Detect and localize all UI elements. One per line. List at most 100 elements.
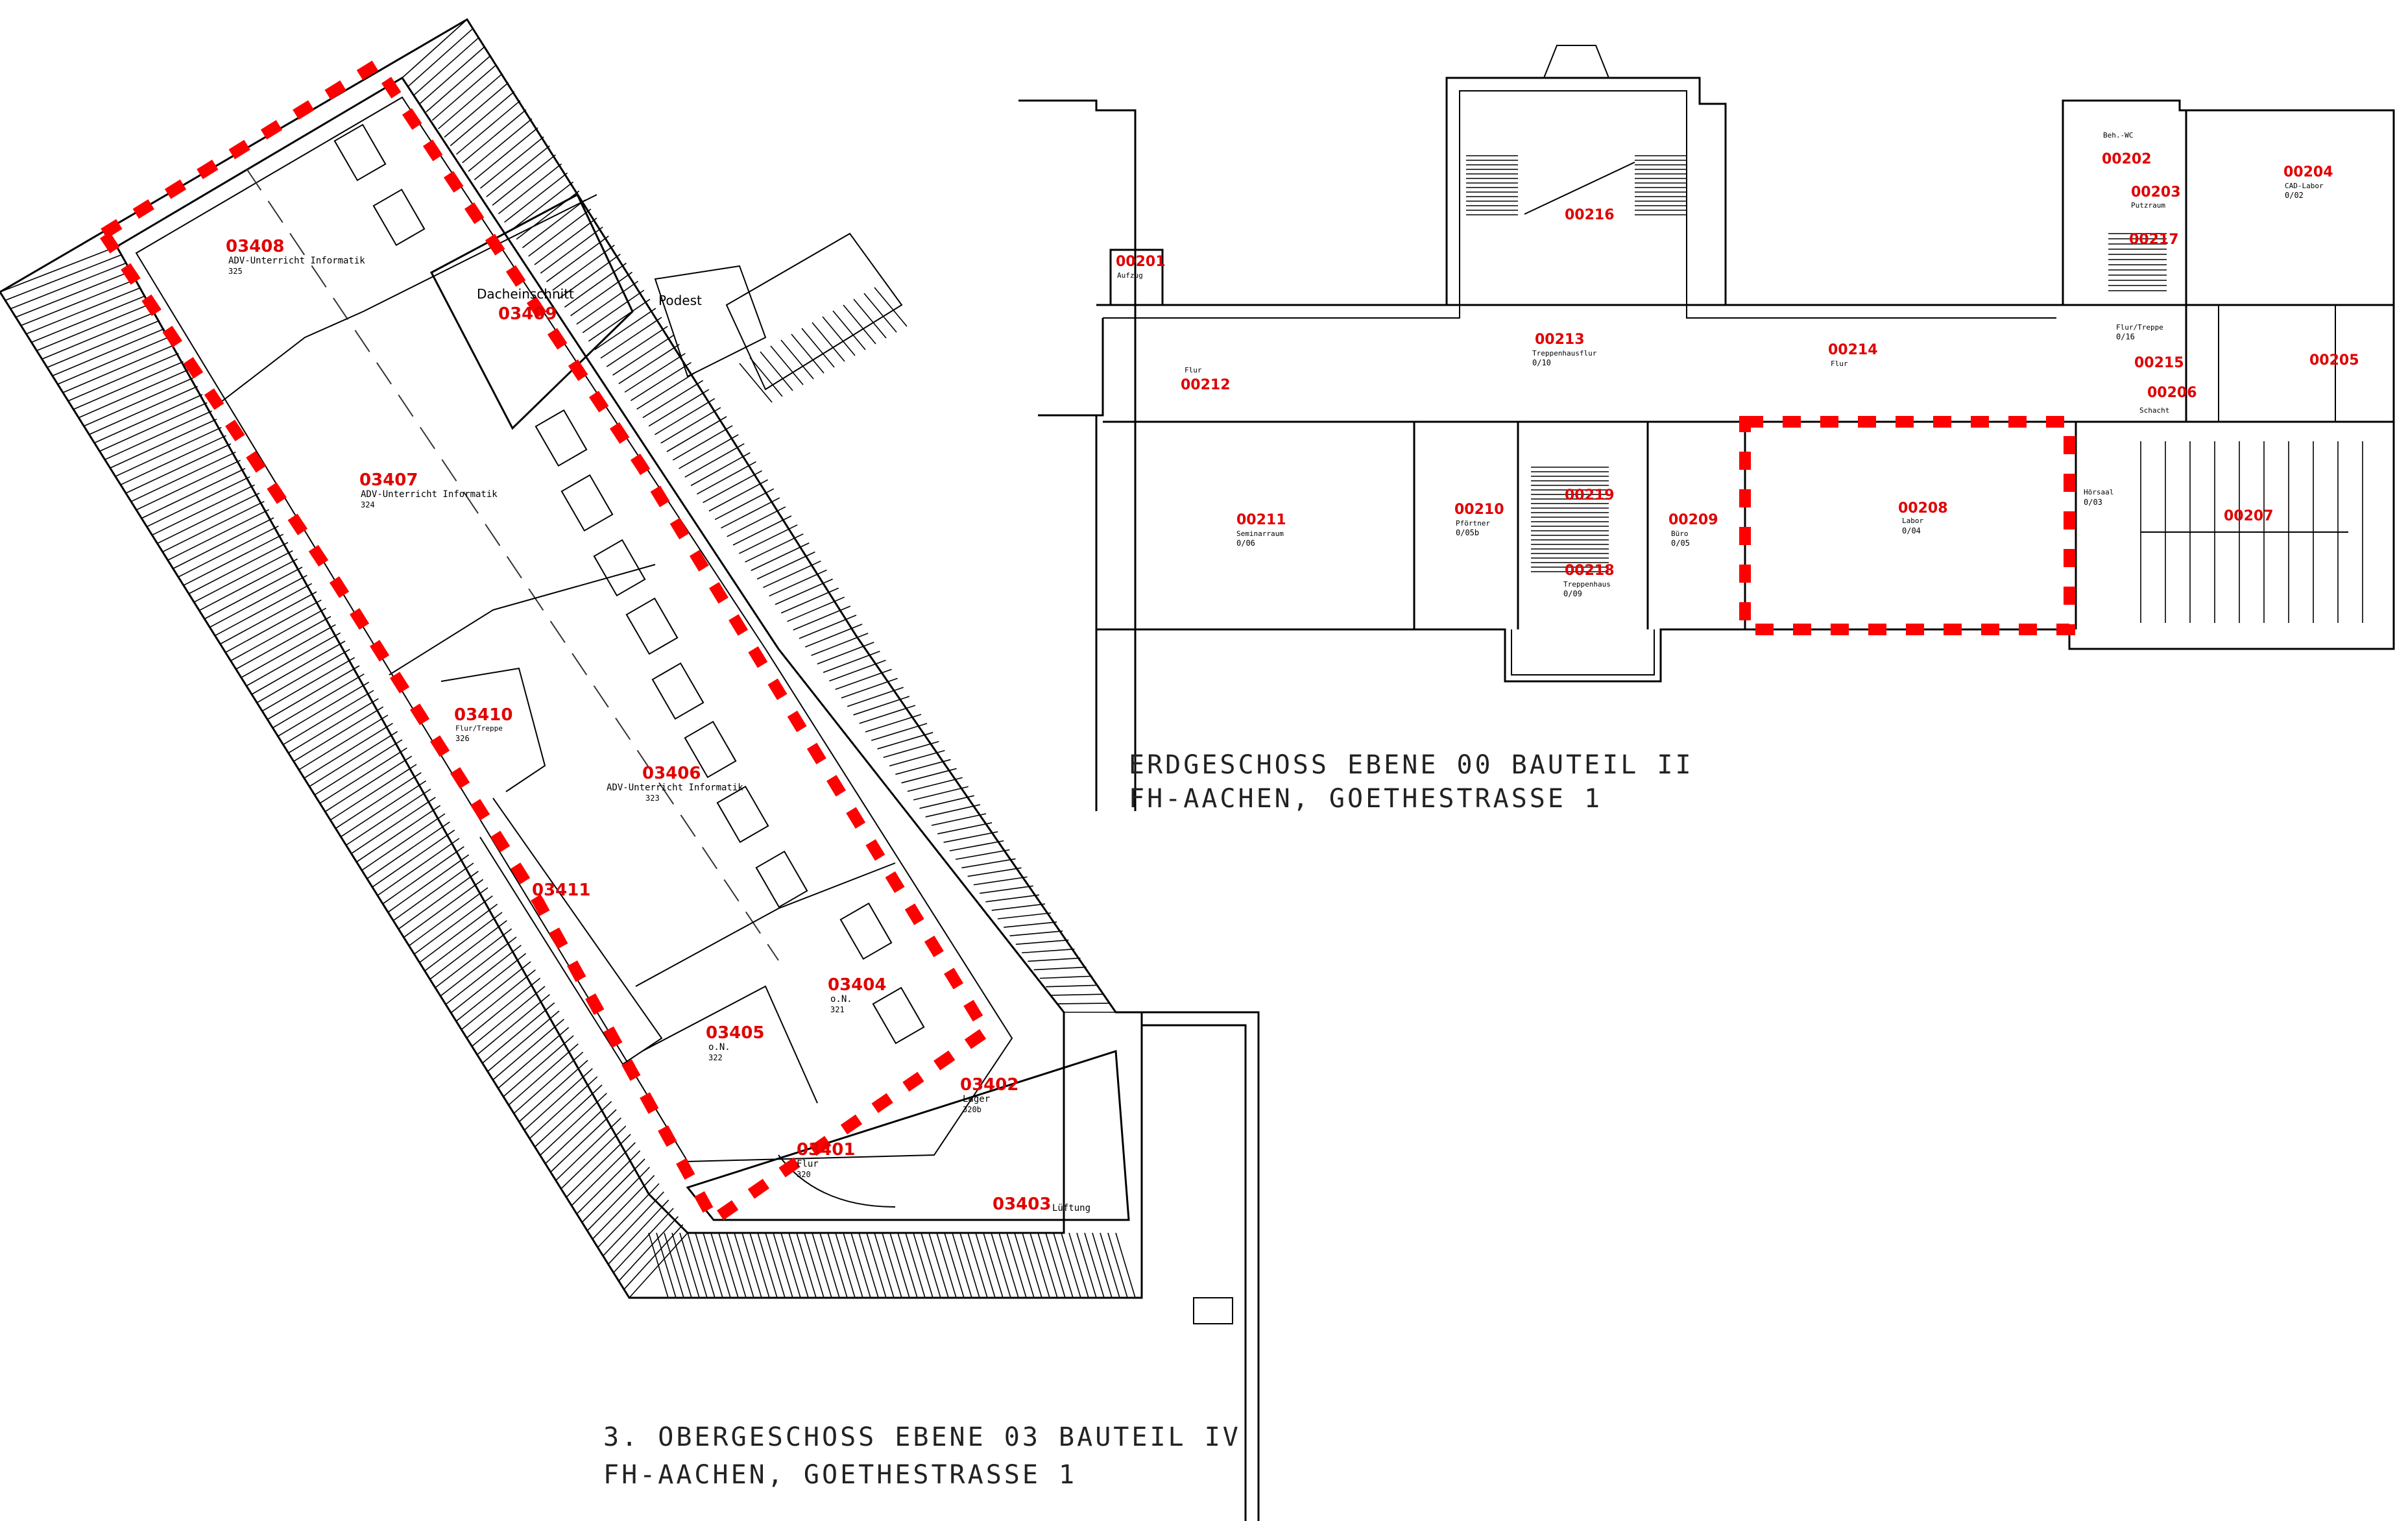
room-code-03408: 325 [228,267,243,276]
roof-hatch-line [1068,1232,1089,1298]
roof-hatch-line [199,558,298,611]
roof-hatch-line [897,1232,918,1298]
roof-hatch-line [566,1134,631,1198]
roof-hatch-line [780,587,839,614]
roof-hatch-line [414,37,479,95]
roof-hatch-line [630,361,692,402]
roof-hatch-line [901,768,957,784]
roof-hatch-line [445,945,522,1005]
roof-hatch-line [612,335,674,376]
roof-hatch-line [907,777,963,792]
roof-hatch-line [508,1043,579,1106]
roof-hatch-line [309,731,398,787]
roof-hatch-line [398,871,479,930]
room-name-03405: o.N. [708,1042,730,1053]
roof-hatch-line [471,986,546,1047]
stair-direction-line [1524,162,1635,215]
roof-hatch-line [895,759,951,775]
roof-hatch-line [503,1035,574,1097]
room-code-00209: 0/05 [1671,539,1690,548]
roof-hatch-line [967,1232,988,1298]
roof-hatch-line [230,607,327,662]
roof-hatch-line [967,867,1022,877]
external-stair-steps [739,287,908,403]
roof-hatch-line [534,217,597,265]
roof-hatch-line [1028,957,1081,962]
caption-right-line2: FH-AACHEN, GOETHESTRASSE 1 [1129,784,1602,814]
stairs-00216 [1466,155,1687,215]
room-code-03401: 320 [797,1170,811,1179]
roof-hatch-line [125,443,232,494]
roof-hatch-line [36,303,150,352]
room-name-00212: Flur [1185,366,1202,374]
roof-hatch-line [564,262,627,308]
room-code-03405: 322 [708,1053,723,1062]
roof-hatch-line [435,928,512,988]
roof-hatch-line [1014,1232,1035,1298]
roof-hatch-line [998,1232,1019,1298]
room-name-00201: Aufzug [1117,271,1143,280]
roof-hatch-line [1029,1232,1050,1298]
roof-hatch-line [382,846,464,905]
roof-hatch-line [492,1019,564,1080]
room-name-00217: Flur/Treppe [2116,323,2163,332]
roof-hatch-line [703,1232,723,1298]
roof-hatch-line [804,624,863,648]
roof-hatch-line [944,1232,965,1298]
auditorium-steps-00207 [2140,441,2363,623]
roof-hatch-line [84,377,193,427]
roof-ridge-line [246,168,779,961]
roof-hatch-line [173,517,274,569]
roof-hatch-line [1022,948,1075,954]
room-number-00205: 00205 [2309,352,2359,369]
roof-hatch-line [461,969,536,1030]
room-number-00211: 00211 [1236,512,1286,528]
room-name-00208: Labor [1902,517,1923,525]
stair-step-line [739,363,773,403]
roof-hatch-line [498,1027,570,1089]
stair-step-line [863,293,897,333]
stairs-00219 [1531,467,1609,572]
inner-wall-left [115,76,1065,1234]
wall-03406-03404 [635,862,896,987]
stair-step-line [822,316,856,356]
neighbour-building [1129,1011,1260,1521]
roof-hatch-line [440,936,517,997]
roof-hatch-line [1037,1232,1058,1298]
room-code-00211: 0/06 [1236,539,1255,548]
stair-step-line [843,304,876,345]
roof-hatch-line [10,262,126,310]
roof-hatch-line [973,876,1028,886]
roof-hatch-line [952,1232,972,1298]
elevator-shaft [1109,249,1164,306]
roof-hatch-line [757,1232,778,1298]
roof-hatch-line [738,524,798,554]
roof-hatch-line [812,1232,832,1298]
roof-hatch-line [671,1232,692,1298]
roof-hatch-line [586,1167,650,1232]
room-number-00209: 00209 [1668,512,1718,528]
roof-hatch-line [209,574,307,628]
dacheinschnitt-box [429,193,634,430]
roof-hatch-line [324,755,413,812]
room-number-00206: 00206 [2147,385,2197,401]
roof-hatch-line [367,821,450,879]
caption-left-line2: FH-AACHEN, GOETHESTRASSE 1 [603,1460,1077,1490]
room-code-03404: 321 [830,1005,845,1014]
roof-hatch-line [146,476,250,528]
roof-hatch-line [841,677,898,699]
roof-hatch-line [62,345,175,393]
roof-hatch-line [0,246,117,293]
roof-hatch-line [858,1232,879,1298]
roof-hatch-line [136,459,241,511]
roof-hatch-line [450,91,515,147]
roof-hatch-line [827,1232,848,1298]
room-number-00210: 00210 [1454,502,1504,518]
roof-hatch-line [130,451,236,502]
roof-hatch-line [540,226,603,274]
roof-hatch-line [1015,939,1069,945]
roof-hatch-line [1053,1232,1074,1298]
roof-hatch-line [618,344,680,384]
roof-hatch-line [1057,1003,1110,1004]
roof-hatch-line [47,320,160,368]
